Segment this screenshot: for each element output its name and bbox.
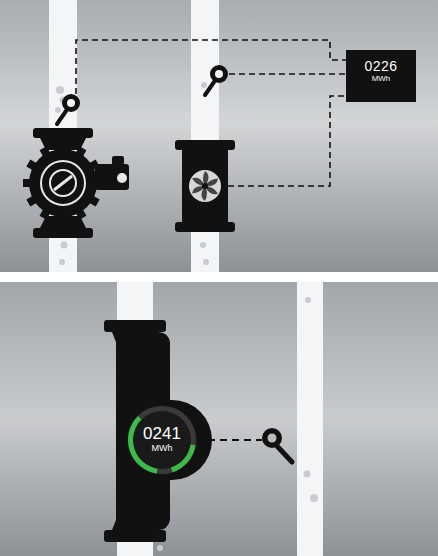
unit-label: MWh bbox=[354, 75, 408, 83]
unit-label: MWh bbox=[126, 444, 198, 453]
energy-meter-box: 0226MWh bbox=[346, 50, 416, 102]
pipe bbox=[297, 282, 323, 556]
pump-display: 0241MWh bbox=[126, 404, 198, 476]
pump-symbol bbox=[23, 128, 129, 238]
signal-wire bbox=[208, 439, 262, 441]
signal-wire bbox=[76, 40, 346, 186]
top-panel bbox=[0, 0, 438, 272]
reading-value: 0241 bbox=[126, 425, 198, 442]
temperature-sensor bbox=[57, 94, 80, 124]
temperature-sensor bbox=[262, 428, 292, 462]
flow-meter-symbol bbox=[175, 140, 235, 232]
bottom-panel bbox=[0, 282, 438, 556]
temperature-sensor bbox=[205, 65, 228, 95]
smart-pump-symbol bbox=[104, 320, 212, 542]
reading-value: 0226 bbox=[354, 59, 408, 73]
